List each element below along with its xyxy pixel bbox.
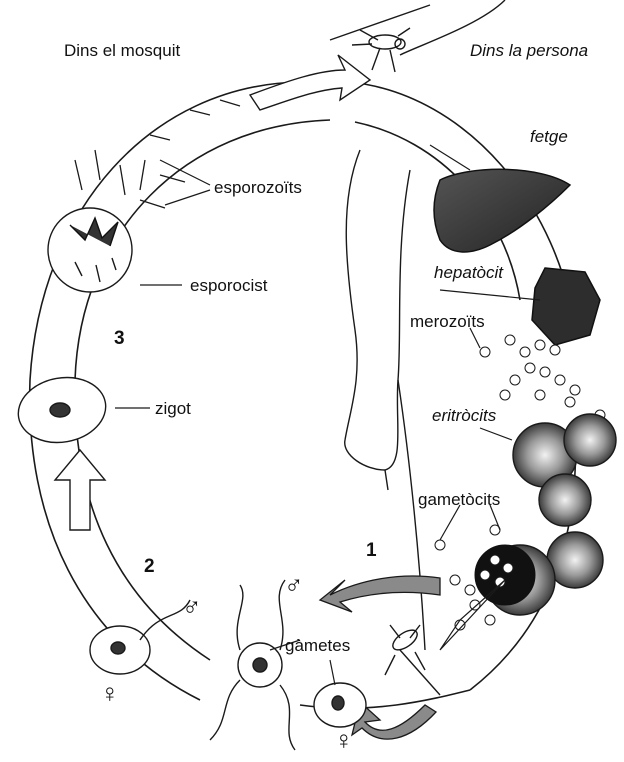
zygote-icon	[13, 371, 111, 449]
label-esporocist: esporocist	[190, 276, 267, 296]
sporocyst-icon	[48, 208, 132, 292]
mosquito-icon	[352, 28, 410, 72]
heading-person: Dins la persona	[470, 41, 588, 61]
heading-mosquito: Dins el mosquit	[64, 41, 180, 61]
label-gametocits: gametòcits	[418, 490, 500, 510]
gamete-female-bottom	[314, 683, 366, 727]
label-esporozoits: esporozoïts	[214, 178, 302, 198]
gamete-female-left	[90, 600, 190, 674]
female-symbol-left: ♀	[100, 683, 120, 703]
stage-number-2: 2	[144, 557, 155, 577]
label-merozoits: merozoïts	[410, 312, 485, 332]
male-symbol-top: ♂	[284, 575, 304, 595]
label-gametes: gàmetes	[285, 636, 350, 656]
label-zigot: zigot	[155, 399, 191, 419]
stage-number-1: 1	[366, 541, 377, 561]
mosquito-icon	[385, 625, 440, 695]
label-fetge: fetge	[530, 127, 568, 147]
male-symbol-left: ♂	[182, 597, 202, 617]
label-eritrocits: eritròcits	[432, 406, 496, 426]
stage-number-3: 3	[114, 329, 125, 349]
hepatocyte-icon	[532, 268, 600, 345]
arrow-top	[250, 55, 370, 110]
merozoite-cluster	[480, 335, 605, 420]
arrow-left	[55, 450, 105, 530]
female-symbol-bottom: ♀	[334, 730, 354, 750]
gamete-center	[210, 580, 295, 750]
label-hepatocit: hepatòcit	[434, 263, 503, 283]
